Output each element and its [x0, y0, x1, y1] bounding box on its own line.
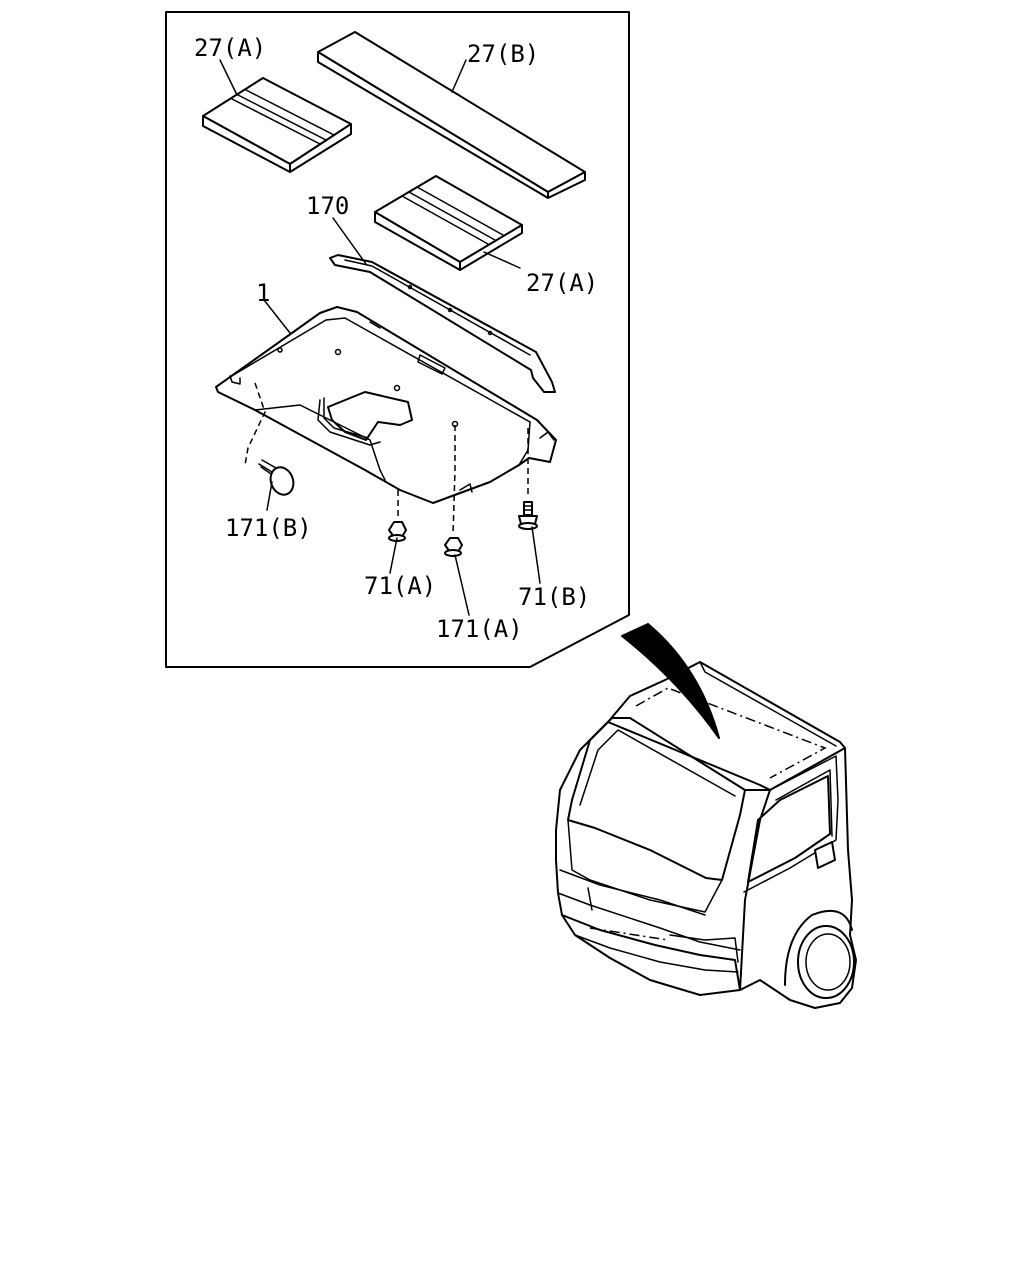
callout-171b: 171(B) [225, 514, 312, 542]
callout-71b: 71(B) [518, 583, 590, 611]
callout-71a: 71(A) [364, 572, 436, 600]
pad-27a-top [202, 77, 352, 173]
callout-27b: 27(B) [467, 40, 539, 68]
callout-171a: 171(A) [436, 615, 523, 643]
screw-71b [518, 501, 538, 530]
clip-171a [444, 537, 463, 557]
detail-frame [165, 11, 630, 668]
strip-27b [317, 31, 586, 199]
mount-line-171b [244, 382, 266, 466]
callout-170: 170 [306, 192, 349, 220]
truck-cab-illustration [555, 661, 857, 1009]
pad-27a-mid [374, 175, 523, 271]
clip-171b [258, 459, 295, 496]
headliner-panel-1 [215, 306, 557, 504]
callout-27a-top: 27(A) [194, 34, 266, 62]
callout-1: 1 [256, 279, 270, 307]
location-pointer-arrow [621, 623, 720, 739]
rail-170 [329, 254, 556, 393]
callout-27a-mid: 27(A) [526, 269, 598, 297]
mount-line-171a [452, 425, 456, 536]
leader-lines [219, 59, 541, 616]
